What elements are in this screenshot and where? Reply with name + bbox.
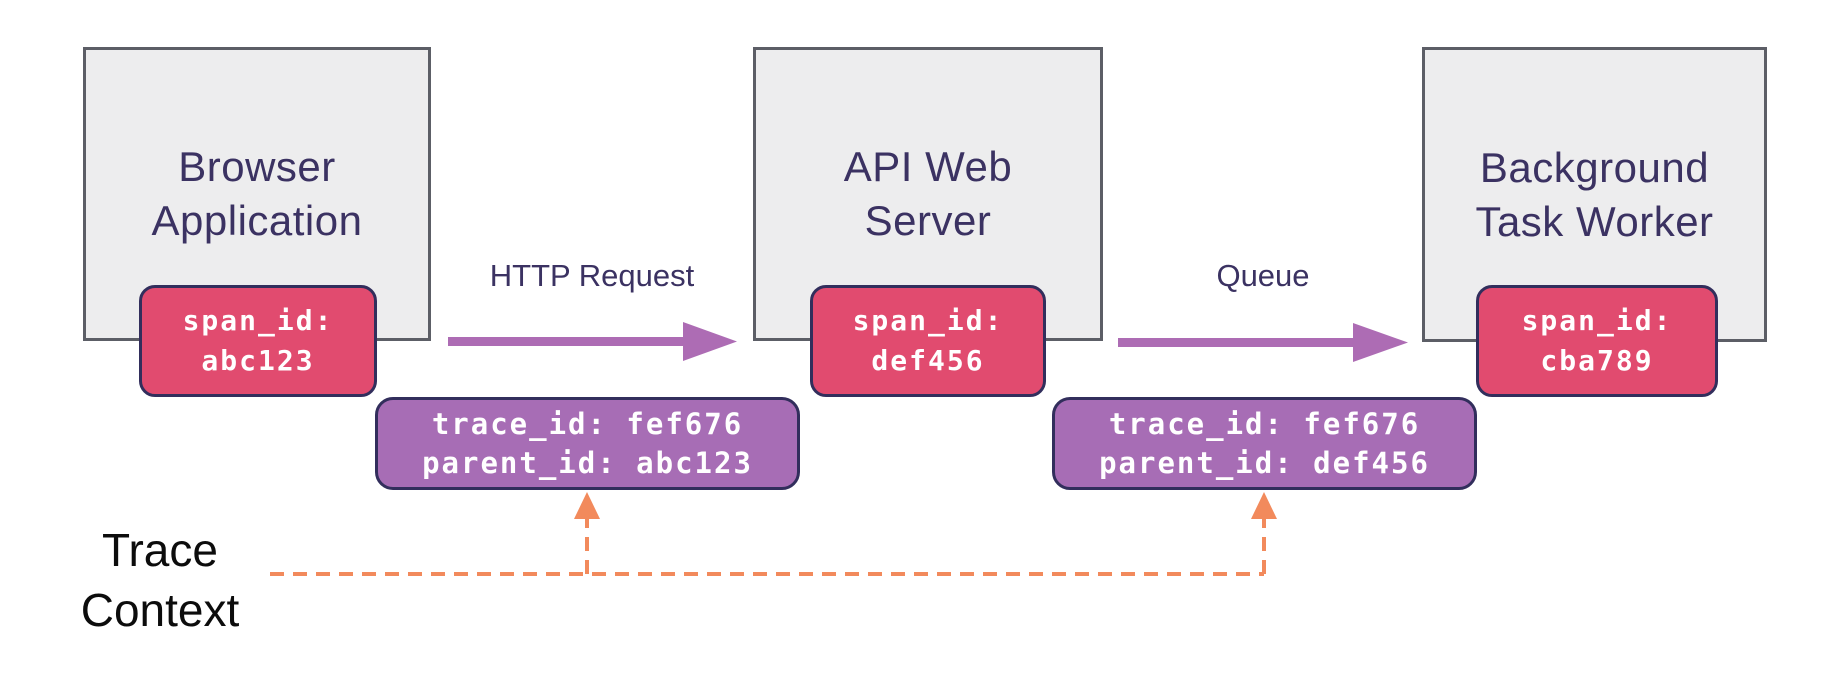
span-badge-label: span_id:	[1521, 304, 1673, 337]
http-request-arrow	[448, 322, 737, 361]
queue-label: Queue	[1216, 258, 1310, 293]
service-title-line: Server	[864, 197, 992, 244]
span-badge-value: abc123	[201, 344, 315, 377]
service-title-line: Browser	[178, 143, 336, 190]
service-title-line: Application	[151, 197, 363, 244]
trace-id-line: trace_id: fef676	[431, 406, 744, 441]
trace-context-dashed-line	[270, 516, 1266, 576]
trace-context-label-line: Trace	[102, 524, 218, 576]
span-badge-def456: span_id: def456	[810, 285, 1046, 397]
span-badge-label: span_id:	[182, 304, 334, 337]
parent-id-line: parent_id: def456	[1099, 445, 1430, 480]
service-title: Browser Application	[152, 140, 363, 248]
span-badge-label: span_id:	[852, 304, 1004, 337]
queue-arrow	[1118, 323, 1408, 362]
span-badge-value: cba789	[1540, 344, 1654, 377]
trace-context-arrowhead-2	[1251, 492, 1277, 519]
trace-context-box-2: trace_id: fef676 parent_id: def456	[1052, 397, 1477, 490]
trace-context-box-1: trace_id: fef676 parent_id: abc123	[375, 397, 800, 490]
span-badge-abc123: span_id: abc123	[139, 285, 377, 397]
service-title-line: API Web	[843, 143, 1013, 190]
trace-id-line: trace_id: fef676	[1108, 406, 1421, 441]
parent-id-line: parent_id: abc123	[422, 445, 753, 480]
trace-context-arrowhead-1	[574, 492, 600, 519]
service-title-line: Background	[1479, 143, 1710, 191]
service-title: Background Task Worker	[1475, 141, 1713, 249]
service-title-line: Task Worker	[1475, 197, 1714, 245]
trace-context-label-line: Context	[80, 584, 240, 636]
trace-context-label: Trace Context	[20, 520, 300, 640]
service-title: API Web Server	[844, 140, 1012, 248]
http-request-label: HTTP Request	[489, 258, 695, 293]
span-badge-cba789: span_id: cba789	[1476, 285, 1718, 397]
span-badge-value: def456	[871, 344, 985, 377]
